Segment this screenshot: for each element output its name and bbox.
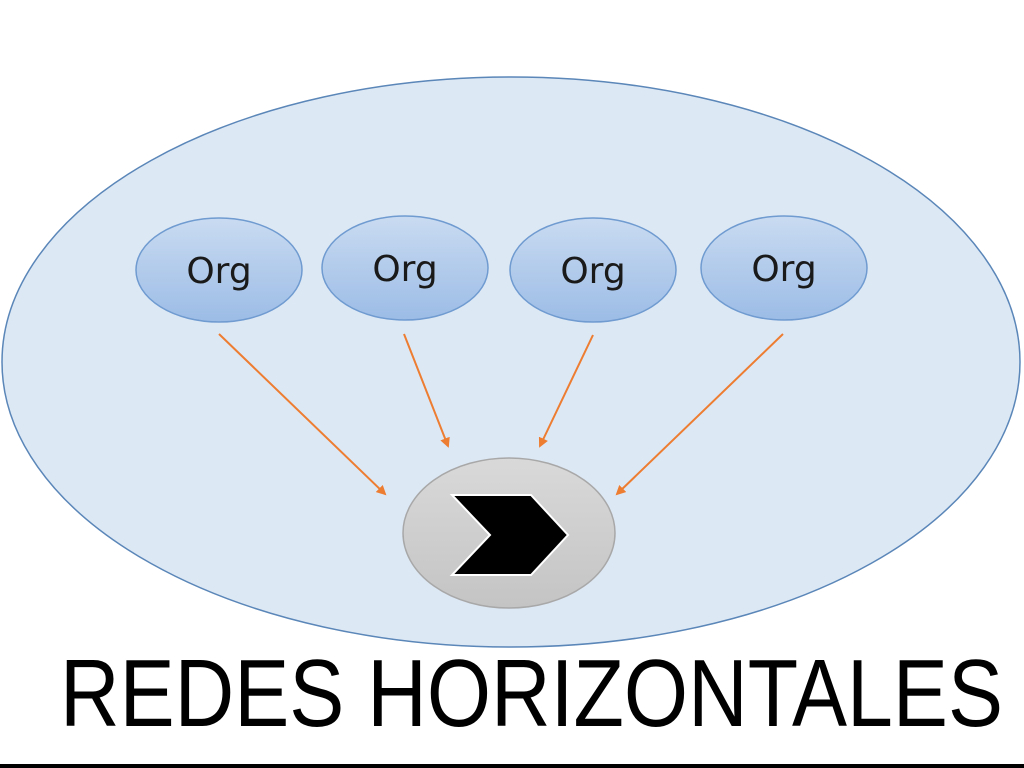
chevron-right-icon	[449, 494, 570, 576]
org-label: Org	[751, 249, 816, 290]
arrow	[538, 334, 594, 448]
page-title: REDES HORIZONTALES	[60, 640, 1003, 747]
org-node: Org	[509, 217, 677, 323]
bottom-divider	[0, 764, 1024, 768]
arrow	[403, 333, 450, 448]
org-label: Org	[560, 251, 625, 292]
org-node: Org	[321, 215, 489, 321]
arrow	[615, 333, 784, 496]
org-label: Org	[372, 249, 437, 290]
org-node: Org	[700, 215, 868, 321]
org-node: Org	[135, 217, 303, 323]
hub-node	[402, 457, 616, 609]
arrow	[218, 333, 387, 496]
org-label: Org	[186, 251, 251, 292]
